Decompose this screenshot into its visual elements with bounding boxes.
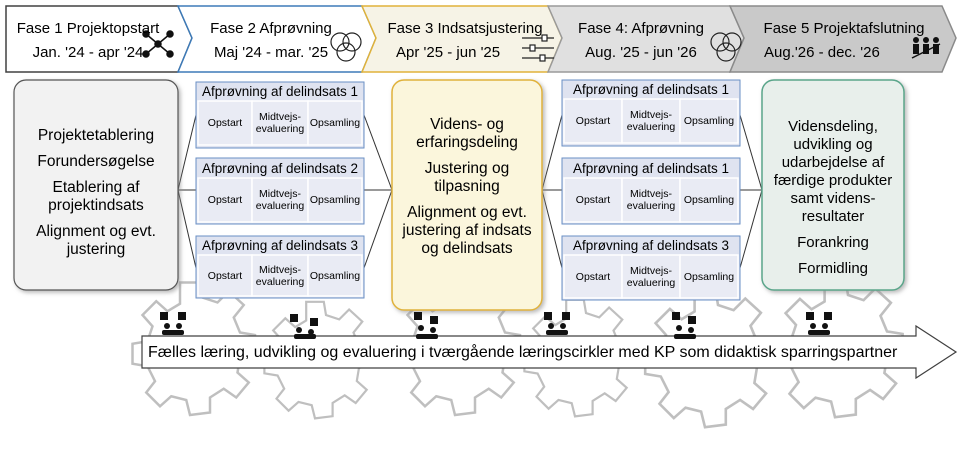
- col5-text: Vidensdeling, udvikling og udarbejdelse …: [766, 118, 900, 286]
- col5-box: [761, 79, 905, 291]
- col1-item: Etablering af projektindsats: [48, 179, 144, 214]
- cell-midtvejs: Midtvejs-evaluering: [626, 264, 676, 289]
- phase-3-dates: Apr '25 - jun '25: [396, 44, 501, 61]
- phase-1-label: Fase 1 Projektopstart Jan. '24 - apr '24: [8, 20, 168, 62]
- phase-5-dates: Aug.'26 - dec. '26: [764, 44, 880, 61]
- overlapping-circles-icon: [710, 32, 742, 62]
- phase-1-title: Fase 1 Projektopstart: [16, 20, 160, 37]
- cell-midtvejs: Midtvejs-evaluering: [626, 188, 676, 212]
- col2-box3-title: Afprøvning af delindsats 3: [201, 238, 359, 253]
- phase-1-dates: Jan. '24 - apr '24: [32, 44, 144, 61]
- phase-3-label: Fase 3 Indsatsjustering Apr '25 - jun '2…: [380, 20, 550, 62]
- phase-3-title: Fase 3 Indsatsjustering: [387, 20, 543, 37]
- cell-opsamling: Opsamling: [683, 194, 735, 206]
- col5-item: Forankring: [797, 234, 869, 251]
- phase-4-label: Fase 4: Afprøvning Aug. '25 - jun '26: [566, 20, 716, 62]
- team-growth-icon: [911, 37, 941, 59]
- phase-chevrons: [5, 5, 957, 73]
- cell-midtvejs: Midtvejs-evaluering: [255, 111, 305, 135]
- people-talk-icon: [290, 314, 318, 339]
- phase-2-label: Fase 2 Afprøvning Maj '24 - mar. '25: [196, 20, 346, 62]
- phase-2-dates: Maj '24 - mar. '25: [213, 44, 329, 61]
- col4-box2-title: Afprøvning af delindsats 1: [572, 161, 730, 176]
- col3-item: Videns- og erfaringsdeling: [416, 116, 518, 151]
- col1-item: Alignment og evt. justering: [36, 223, 156, 258]
- col1-text: Projektetablering Forundersøgelse Etable…: [20, 127, 172, 267]
- connector-lines: [177, 114, 763, 269]
- col3-item: Justering og tilpasning: [424, 160, 510, 195]
- cell-opstart: Opstart: [207, 194, 243, 206]
- learning-circle-icons: [160, 312, 832, 339]
- col4-box2-cells: Opstart Midtvejs-evaluering Opsamling: [564, 178, 738, 222]
- phase-5-title: Fase 5 Projektafslutning: [763, 20, 925, 37]
- col1-item: Projektetablering: [37, 127, 155, 144]
- people-talk-icon: [544, 312, 570, 335]
- col5-item: Formidling: [797, 260, 869, 277]
- cell-midtvejs: Midtvejs-evaluering: [255, 263, 305, 288]
- col2-box1-cells: Opstart Midtvejs-evaluering Opsamling: [198, 101, 362, 145]
- phase-4-dates: Aug. '25 - jun '26: [585, 44, 697, 61]
- cell-opstart: Opstart: [207, 117, 243, 129]
- people-talk-icon: [414, 312, 438, 339]
- col2-box1-title: Afprøvning af delindsats 1: [201, 84, 359, 99]
- col1-item: Forundersøgelse: [37, 153, 155, 170]
- cell-opsamling: Opsamling: [309, 194, 361, 206]
- col4-box3-cells: Opstart Midtvejs-evaluering Opsamling: [564, 255, 738, 298]
- cell-opsamling: Opsamling: [683, 115, 735, 127]
- cell-midtvejs: Midtvejs-evaluering: [626, 109, 676, 133]
- cell-opstart: Opstart: [575, 194, 611, 206]
- subbox-cells: [197, 98, 739, 299]
- cell-midtvejs: Midtvejs-evaluering: [255, 188, 305, 212]
- phase-4-title: Fase 4: Afprøvning: [578, 20, 704, 37]
- cell-opstart: Opstart: [207, 269, 243, 282]
- people-talk-icon: [672, 312, 696, 339]
- people-talk-icon: [160, 312, 186, 335]
- overlapping-circles-icon: [330, 32, 362, 62]
- col3-item: Alignment og evt. justering af indsats o…: [402, 204, 532, 257]
- col4-box1-cells: Opstart Midtvejs-evaluering Opsamling: [564, 99, 738, 143]
- banner-arrow: [141, 324, 958, 380]
- phase-5-label: Fase 5 Projektafslutning Aug.'26 - dec. …: [746, 20, 942, 62]
- col1-box: [13, 79, 179, 291]
- col5-item: Vidensdeling, udvikling og udarbejdelse …: [773, 118, 893, 225]
- people-talk-icon: [806, 312, 832, 335]
- cell-opsamling: Opsamling: [309, 269, 361, 282]
- people-network-icon: [142, 30, 174, 58]
- cell-opstart: Opstart: [575, 115, 611, 127]
- col4-box1-title: Afprøvning af delindsats 1: [572, 82, 730, 97]
- cell-opstart: Opstart: [575, 270, 611, 283]
- sliders-icon: [522, 34, 554, 62]
- col2-box2-title: Afprøvning af delindsats 2: [201, 161, 359, 176]
- col4-box3-title: Afprøvning af delindsats 3: [572, 238, 730, 253]
- phase-5-chevron: [728, 5, 957, 73]
- phase-2-title: Fase 2 Afprøvning: [210, 20, 332, 37]
- banner-label: Fælles læring, udvikling og evaluering i…: [148, 344, 898, 361]
- col2-box2-cells: Opstart Midtvejs-evaluering Opsamling: [198, 178, 362, 222]
- col2-box3-cells: Opstart Midtvejs-evaluering Opsamling: [198, 255, 362, 296]
- col3-box: [391, 79, 543, 311]
- col3-text: Videns- og erfaringsdeling Justering og …: [396, 116, 538, 266]
- cell-opsamling: Opsamling: [309, 117, 361, 129]
- cell-opsamling: Opsamling: [683, 270, 735, 283]
